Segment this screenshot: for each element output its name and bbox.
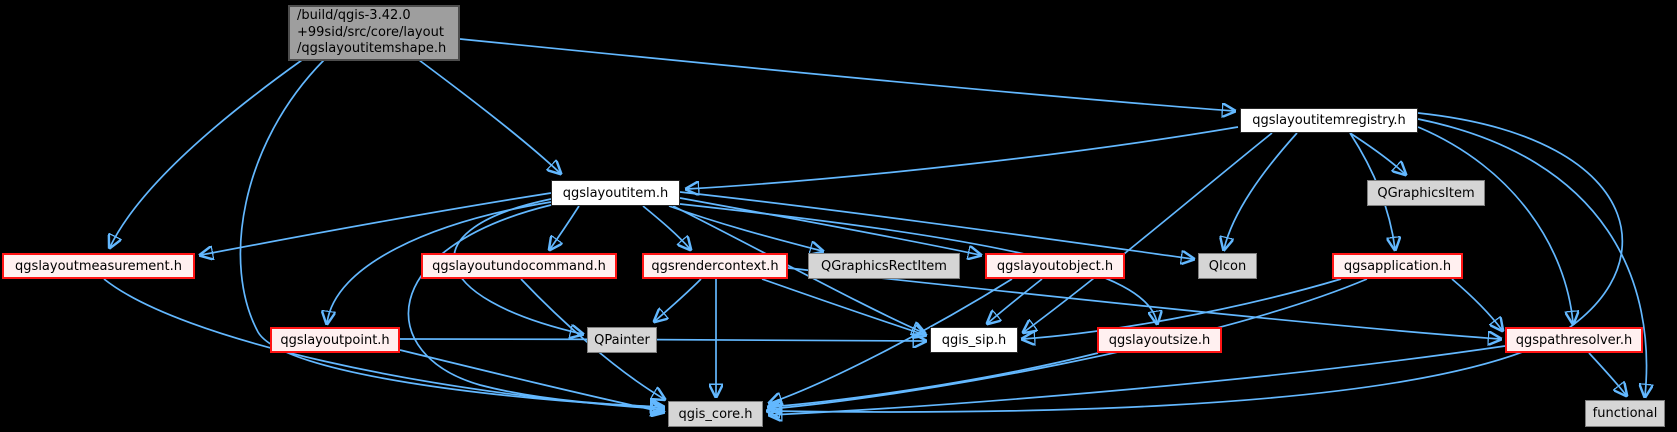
edge-rendercontext-sip (761, 278, 925, 335)
edge-registry-qicon (1224, 132, 1298, 249)
edge-root-item (418, 59, 560, 173)
edge-rendercontext-qpainter (655, 278, 702, 321)
edge-item-object (679, 197, 980, 255)
edge-registry-functional (1417, 118, 1647, 396)
edge-registry-core (768, 112, 1624, 412)
edge-application-core (770, 278, 1368, 409)
edge-pathresolver-core (770, 345, 1506, 415)
edge-registry-item (687, 126, 1239, 189)
node-qgsapplication[interactable]: qgsapplication.h (1332, 253, 1463, 279)
node-qpainter: QPainter (587, 327, 657, 353)
edge-object-core (770, 278, 1013, 403)
node-qgslayoutmeasurement[interactable]: qgslayoutmeasurement.h (2, 253, 195, 279)
edge-registry-sip (1024, 132, 1273, 332)
node-qgspathresolver[interactable]: qgspathresolver.h (1505, 327, 1643, 353)
edge-point-core (399, 349, 663, 412)
node-qgslayoutitemregistry[interactable]: qgslayoutitemregistry.h (1240, 108, 1418, 133)
node-qgslayoutsize[interactable]: qgslayoutsize.h (1097, 327, 1222, 353)
edge-root-registry (459, 38, 1234, 111)
node-qgslayoutpoint[interactable]: qgslayoutpoint.h (270, 327, 400, 353)
edge-measurement-core (103, 278, 663, 409)
edge-pathresolver-functional (1588, 352, 1626, 395)
node-qgslayoutobject[interactable]: qgslayoutobject.h (985, 253, 1125, 279)
node-qgslayoutundocommand[interactable]: qgslayoutundocommand.h (421, 253, 617, 279)
edge-registry-pathresolver (1417, 126, 1573, 323)
edge-object-sip (988, 278, 1043, 323)
edge-item-measurement (201, 192, 552, 255)
node-qgis-sip[interactable]: qgis_sip.h (930, 327, 1018, 353)
node-qgis-core: qgis_core.h (668, 401, 763, 427)
node-qgraphicsitem: QGraphicsItem (1367, 180, 1485, 206)
edge-application-sip (1023, 278, 1342, 339)
node-functional: functional (1585, 400, 1665, 427)
edge-size-core (769, 352, 1099, 407)
edge-item-qicon (679, 191, 1193, 259)
edge-item-core (407, 204, 663, 407)
edge-item-undocommand (550, 205, 580, 249)
edge-application-pathresolver (1451, 278, 1502, 330)
edge-point-sip (399, 339, 925, 341)
node-qgslayoutitem[interactable]: qgslayoutitem.h (551, 180, 680, 206)
edge-item-rendercontext (642, 205, 690, 249)
edge-item-qgraphicsrectitem (668, 205, 822, 251)
node-qicon: QIcon (1198, 253, 1257, 279)
node-root-qgslayoutitemshape: /build/qgis-3.42.0 +99sid/src/core/layou… (288, 5, 460, 61)
edge-root-core (239, 59, 662, 407)
edge-registry-qgraphicsitem (1349, 132, 1405, 174)
node-qgraphicsrectitem: QGraphicsRectItem (808, 253, 960, 279)
node-qgsrendercontext[interactable]: qgsrendercontext.h (642, 253, 788, 279)
edge-root-measurement (110, 59, 303, 247)
